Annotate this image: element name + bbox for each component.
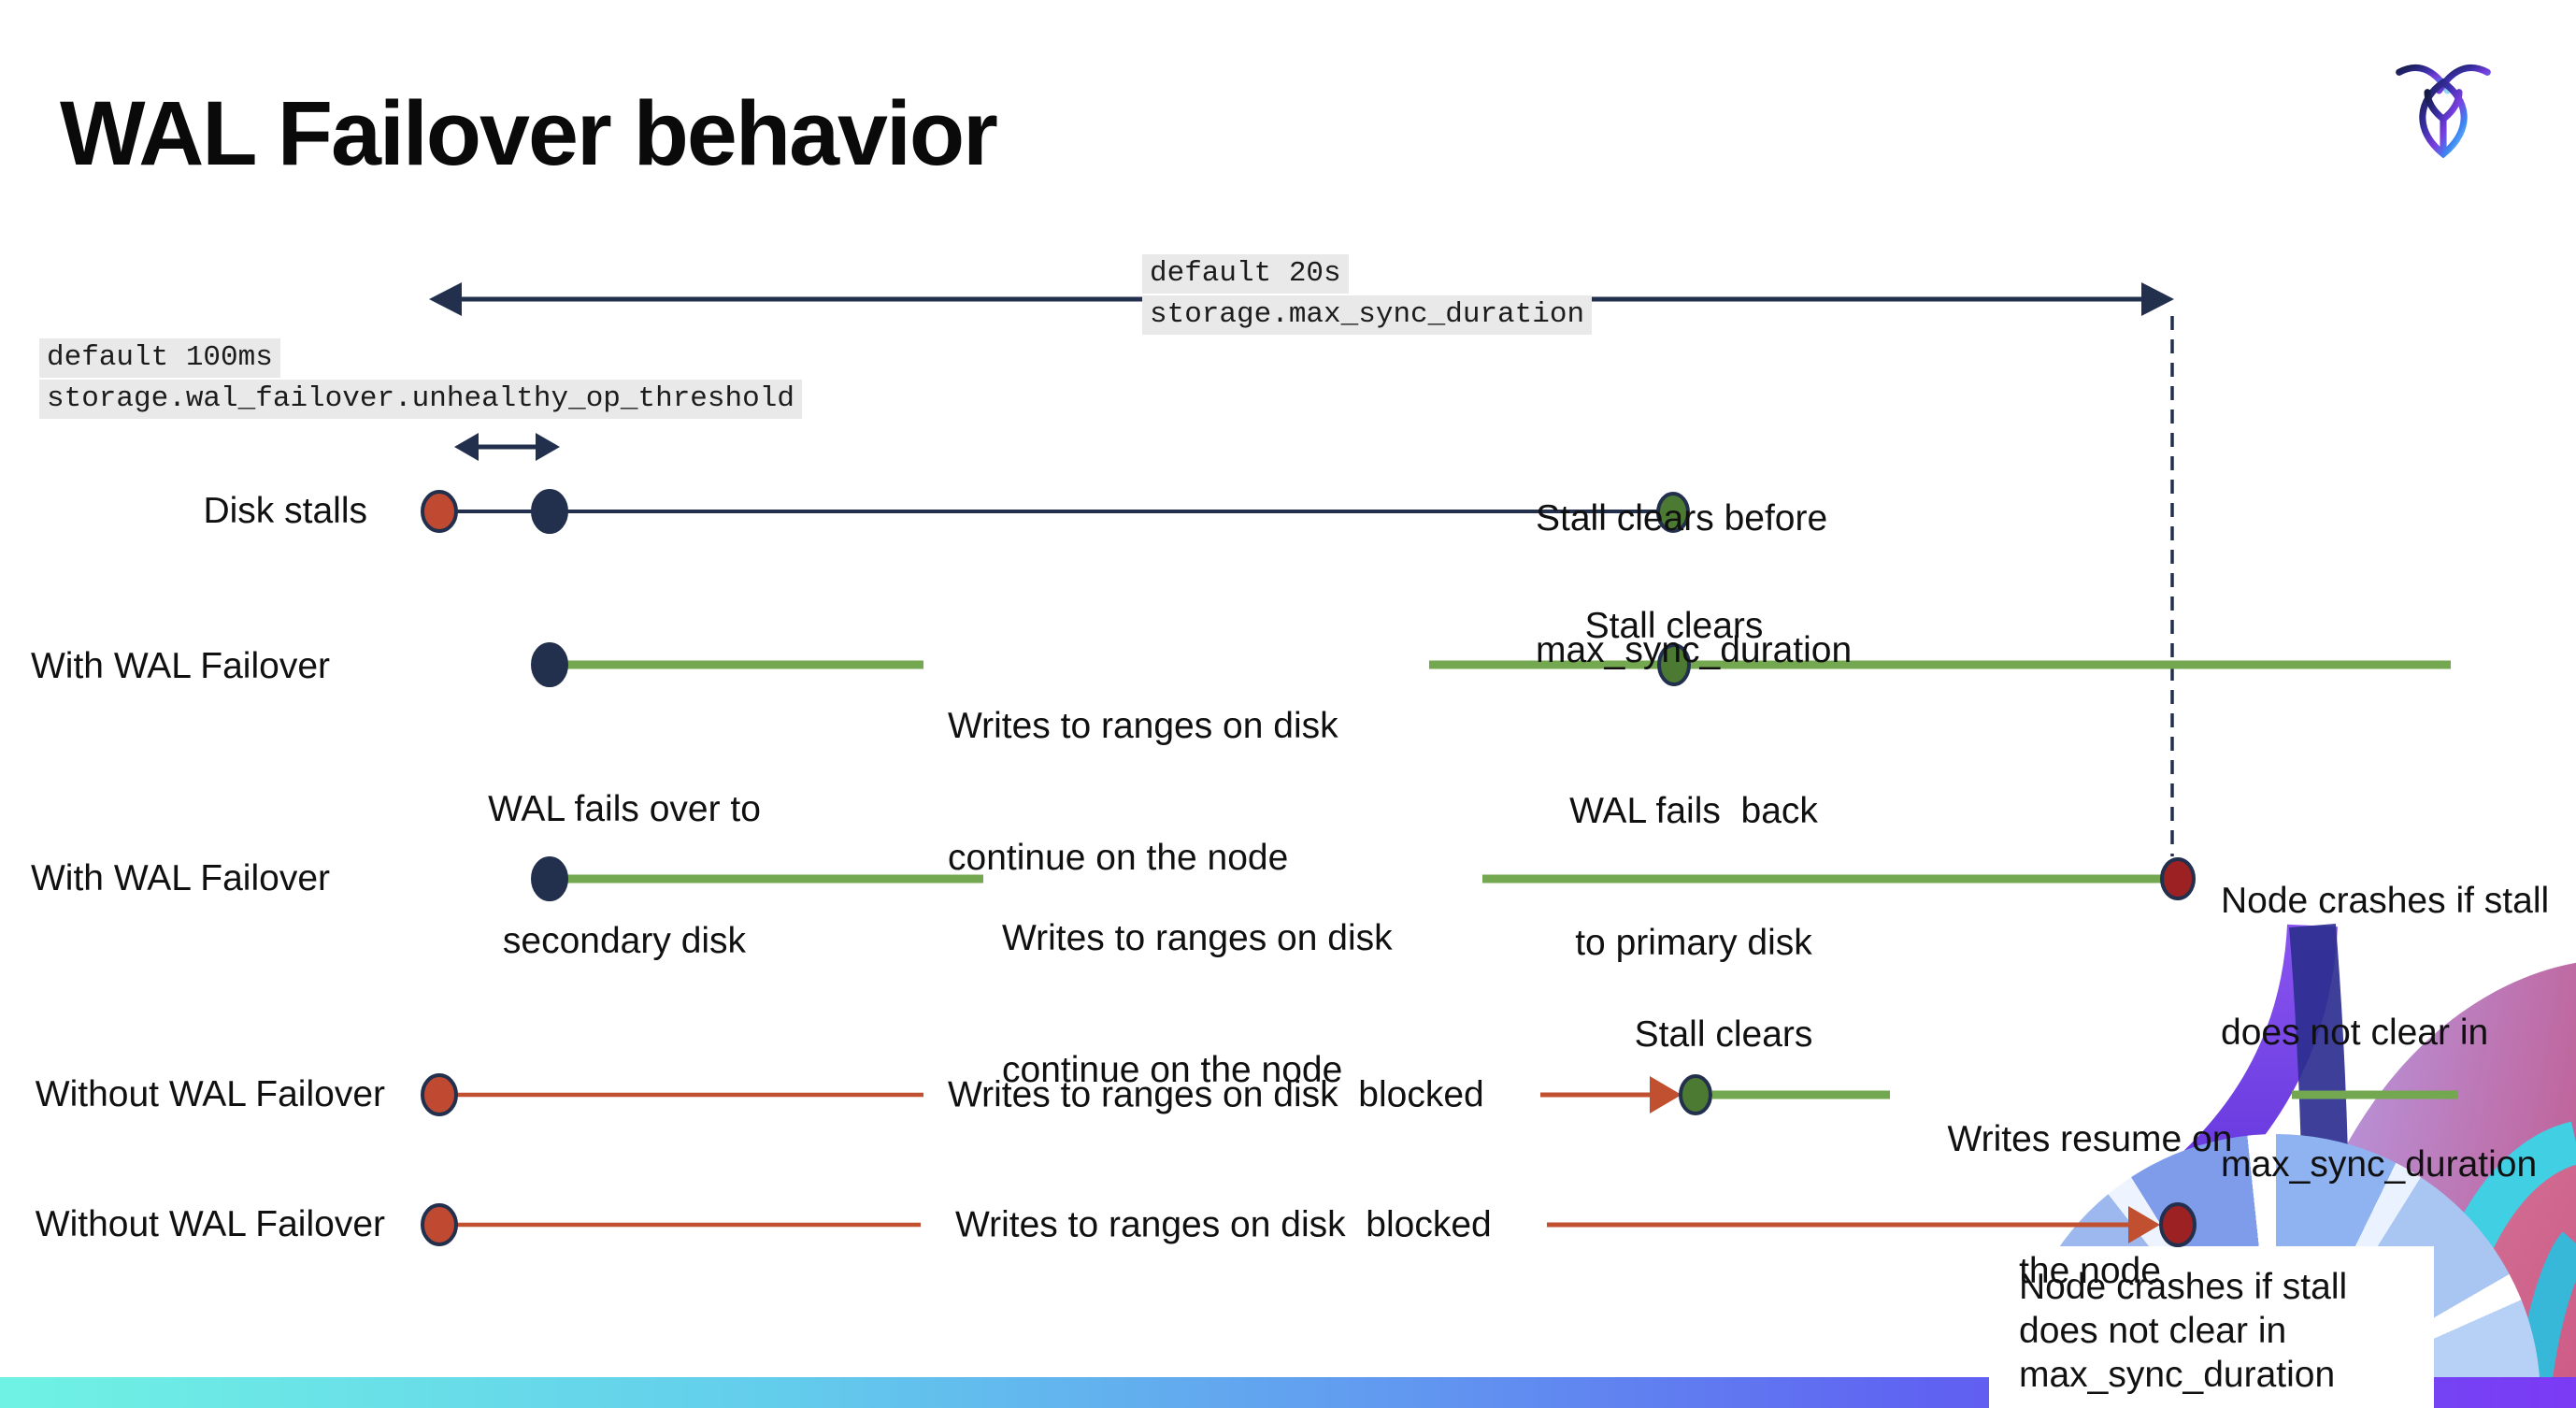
writes-blocked-annotation-2: Writes to ranges on disk blocked	[955, 1204, 1492, 1245]
row-label-with-wal-failover-2: With WAL Failover	[31, 858, 330, 898]
row-label-disk-stalls: Disk stalls	[203, 491, 367, 531]
node-crashes-annotation-row3: Node crashes if stall does not clear in …	[2221, 881, 2550, 1185]
row-label-without-wal-failover-1: Without WAL Failover	[35, 1074, 385, 1114]
row-label-with-wal-failover-1: With WAL Failover	[31, 646, 330, 686]
unhealthy-op-threshold-setting: storage.wal_failover.unhealthy_op_thresh…	[39, 380, 802, 419]
unhealthy-op-threshold-arrow	[454, 433, 560, 461]
red-arrowhead	[1650, 1076, 1682, 1113]
writes-resume-annotation: Writes resume on the node	[1947, 1119, 2233, 1291]
stall-start-dot	[421, 1203, 458, 1246]
threshold-dot	[531, 489, 568, 534]
node-crash-dot	[2160, 857, 2196, 900]
writes-continue-annotation-2: Writes to ranges on disk continue on the…	[1002, 918, 1393, 1090]
page-title: WAL Failover behavior	[60, 81, 998, 184]
row-label-without-wal-failover-2: Without WAL Failover	[35, 1204, 385, 1244]
cockroachdb-logo	[2396, 64, 2491, 159]
writes-continue-annotation-1: Writes to ranges on disk continue on the…	[948, 706, 1338, 878]
failover-dot	[531, 642, 568, 687]
timeline-disk-stalls	[421, 489, 1690, 534]
timeline-wal-failover-clears	[531, 642, 2451, 687]
wal-fails-over-annotation: WAL fails over to secondary disk	[488, 789, 761, 961]
unhealthy-op-threshold-default: default 100ms	[39, 338, 280, 378]
writes-blocked-annotation-1: Writes to ranges on disk blocked	[948, 1074, 1484, 1115]
stall-start-dot	[421, 490, 458, 533]
stall-clears-annotation-row4: Stall clears	[1634, 1014, 1813, 1055]
stall-clears-annotation-row2: Stall clears	[1584, 606, 1764, 646]
arrowhead-left	[429, 282, 462, 316]
stall-start-dot	[421, 1073, 458, 1116]
max-sync-duration-default: default 20s	[1142, 254, 1349, 294]
stall-clears-dot	[1679, 1074, 1712, 1115]
wal-fails-back-annotation: WAL fails back to primary disk	[1569, 791, 1818, 963]
logo-inner-y	[2424, 89, 2463, 158]
arrowhead-right	[2141, 282, 2174, 316]
max-sync-duration-setting: storage.max_sync_duration	[1142, 295, 1593, 335]
